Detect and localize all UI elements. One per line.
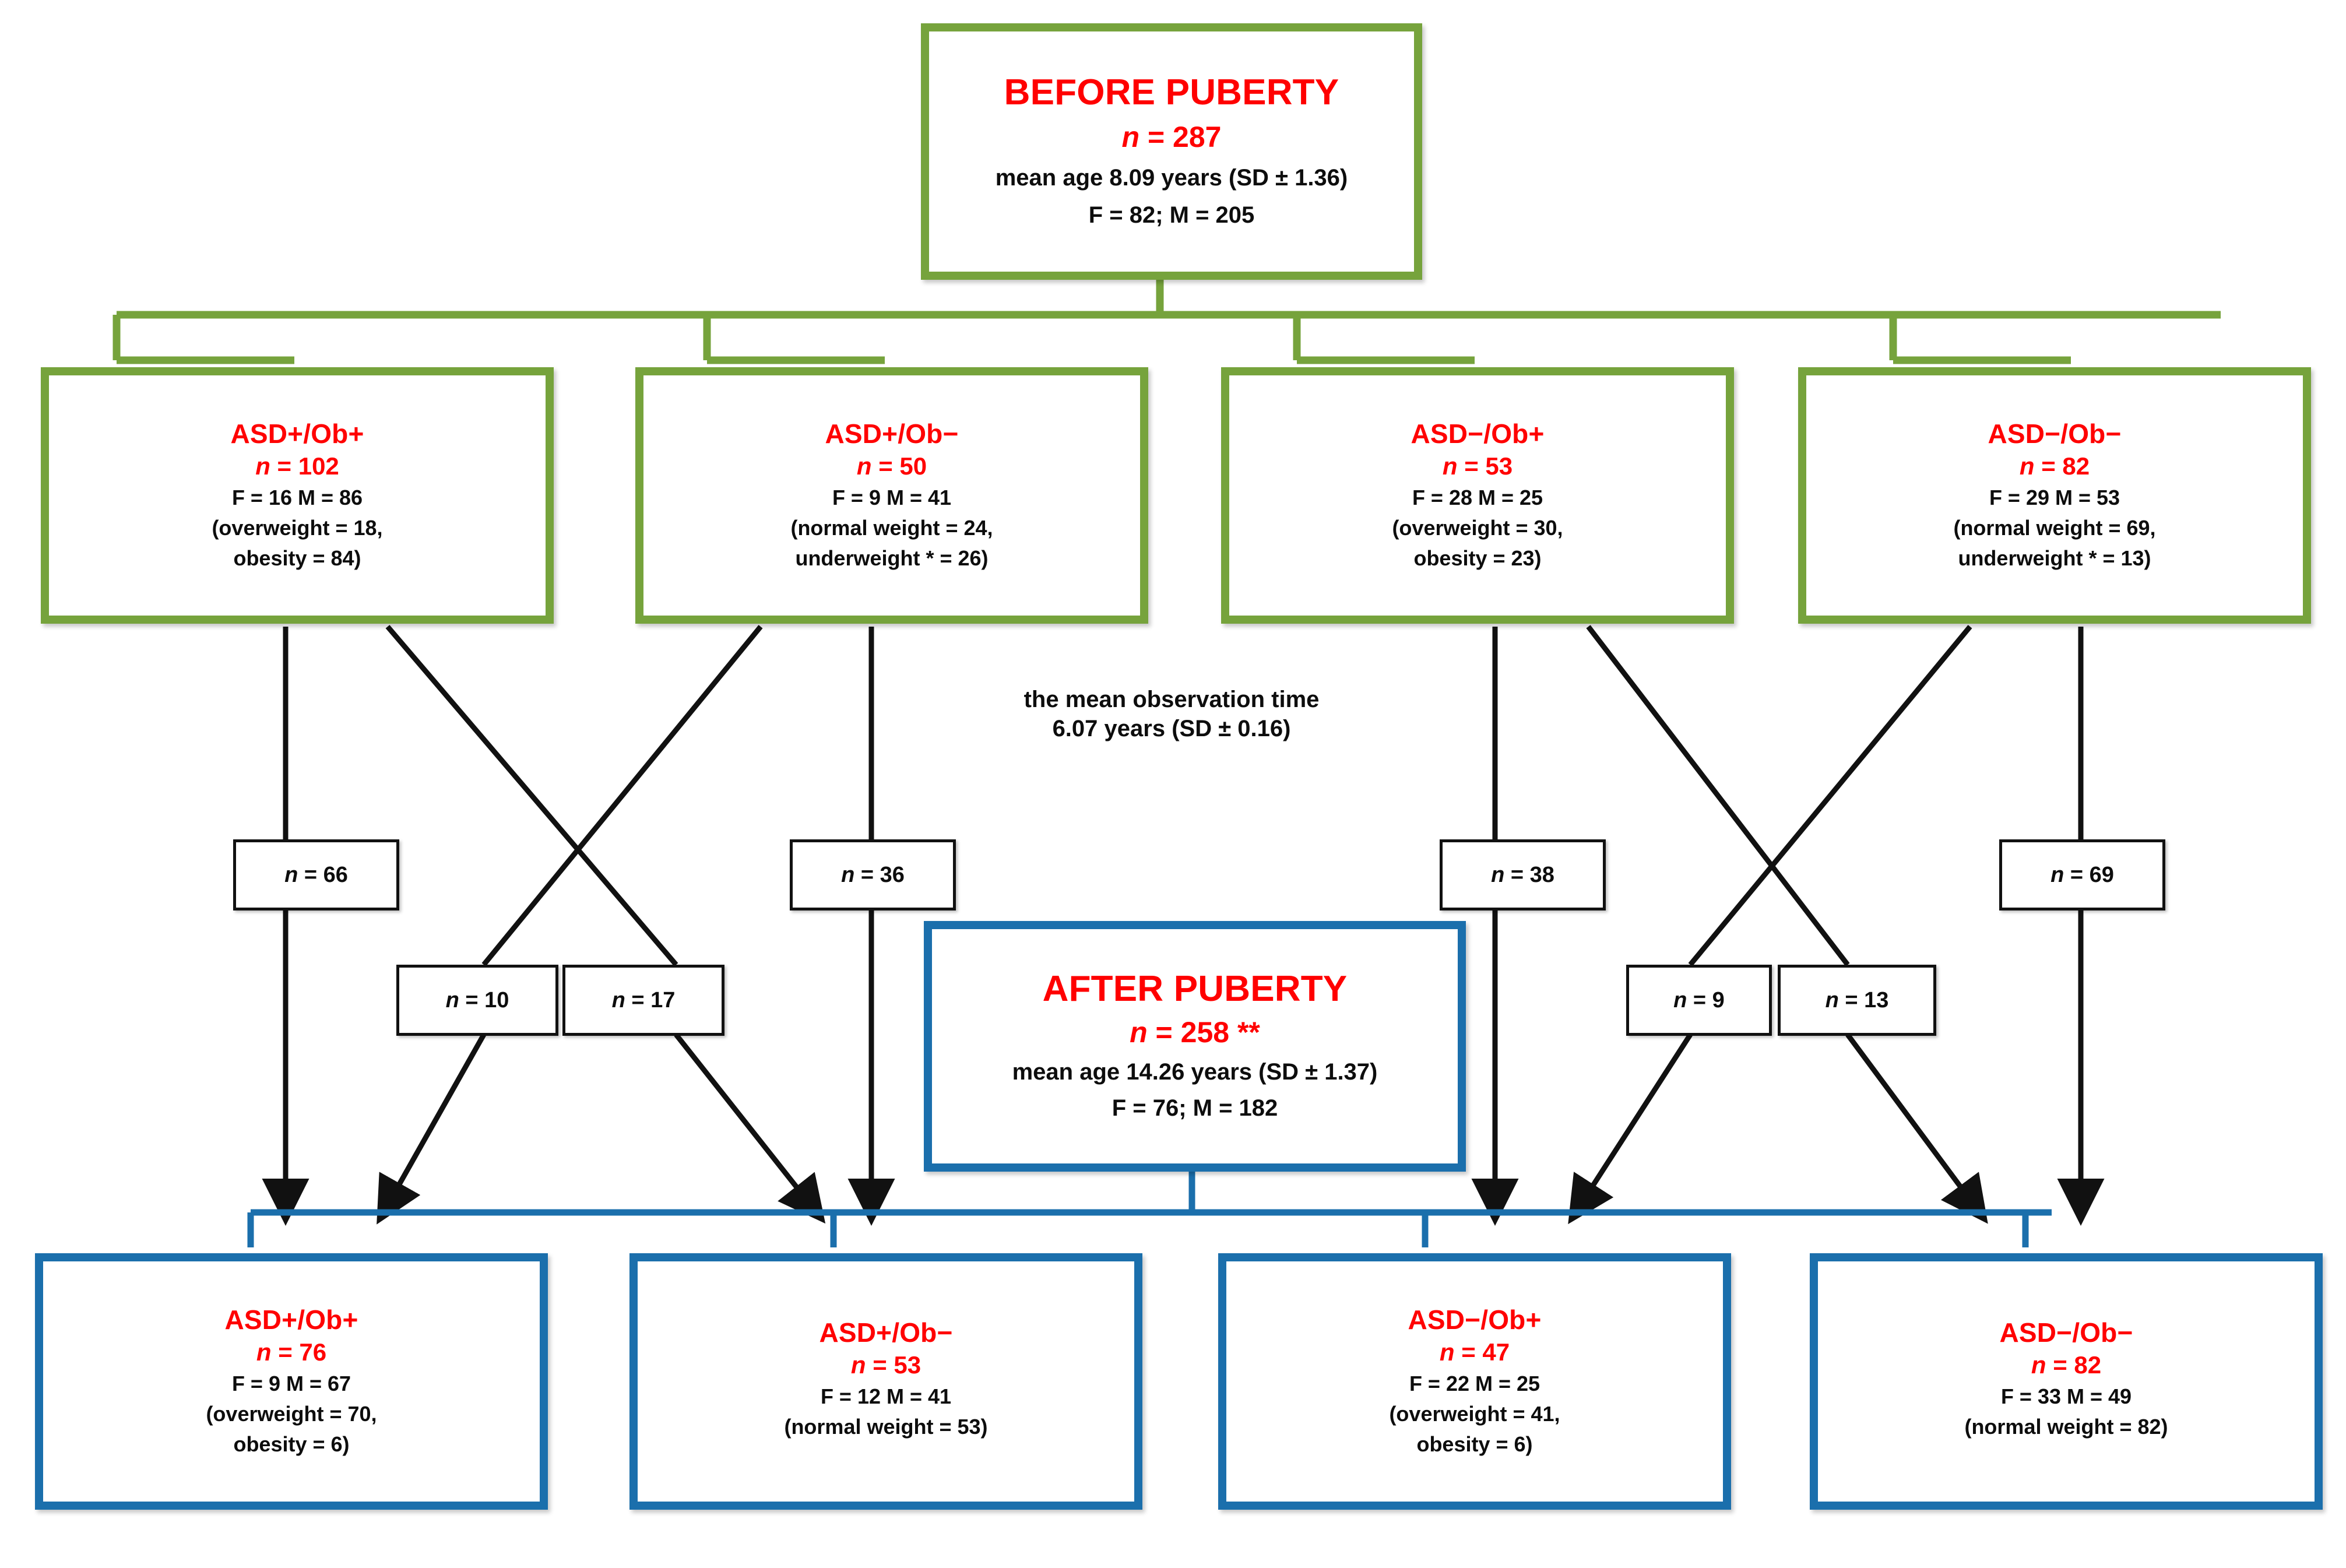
node-after-asd-pos-ob-pos[interactable]: ASD+/Ob+ n = 76 F = 9 M = 67 (overweight… <box>35 1253 548 1510</box>
group-detail-1: (normal weight = 69, <box>1953 516 2156 540</box>
before-puberty-sex: F = 82; M = 205 <box>1088 202 1255 228</box>
group-detail-1: (overweight = 41, <box>1389 1402 1560 1426</box>
before-puberty-title: BEFORE PUBERTY <box>1004 72 1339 112</box>
group-n: n = 53 <box>1442 452 1513 480</box>
transition-tag-13[interactable]: n = 13 <box>1778 965 1936 1036</box>
group-title: ASD+/Ob+ <box>230 418 364 449</box>
group-detail-1: (normal weight = 24, <box>790 516 993 540</box>
group-title: ASD−/Ob+ <box>1408 1304 1542 1335</box>
group-detail-2: obesity = 6) <box>1416 1432 1533 1457</box>
transition-tag-66[interactable]: n = 66 <box>233 839 399 910</box>
group-title: ASD−/Ob− <box>1999 1317 2133 1348</box>
group-n: n = 82 <box>2019 452 2090 480</box>
group-sex: F = 9 M = 67 <box>231 1372 351 1396</box>
observation-time-note: the mean observation time 6.07 years (SD… <box>944 685 1399 743</box>
group-n: n = 76 <box>256 1338 327 1366</box>
group-sex: F = 33 M = 49 <box>2000 1384 2132 1409</box>
group-title: ASD+/Ob+ <box>224 1304 358 1335</box>
group-sex: F = 22 M = 25 <box>1409 1372 1540 1396</box>
node-before-asd-neg-ob-pos[interactable]: ASD−/Ob+ n = 53 F = 28 M = 25 (overweigh… <box>1221 367 1734 624</box>
transition-label: n = 13 <box>1825 987 1889 1012</box>
group-sex: F = 29 M = 53 <box>1989 486 2120 510</box>
group-title: ASD+/Ob− <box>819 1317 953 1348</box>
group-n: n = 53 <box>850 1351 921 1379</box>
group-sex: F = 16 M = 86 <box>231 486 363 510</box>
group-detail-2: obesity = 23) <box>1413 546 1542 571</box>
node-before-asd-neg-ob-neg[interactable]: ASD−/Ob− n = 82 F = 29 M = 53 (normal we… <box>1798 367 2311 624</box>
node-after-asd-neg-ob-pos[interactable]: ASD−/Ob+ n = 47 F = 22 M = 25 (overweigh… <box>1218 1253 1731 1510</box>
transition-label: n = 17 <box>611 987 676 1012</box>
transition-label: n = 38 <box>1491 862 1554 887</box>
transition-label: n = 66 <box>284 862 348 887</box>
observation-note-line1: the mean observation time <box>1023 687 1320 712</box>
group-sex: F = 9 M = 41 <box>832 486 952 510</box>
group-detail-2: underweight * = 26) <box>795 546 989 571</box>
group-n: n = 50 <box>856 452 927 480</box>
after-puberty-n: n = 258 ** <box>1130 1016 1260 1049</box>
group-n: n = 82 <box>2031 1351 2102 1379</box>
node-before-asd-pos-ob-neg[interactable]: ASD+/Ob− n = 50 F = 9 M = 41 (normal wei… <box>635 367 1148 624</box>
after-puberty-age: mean age 14.26 years (SD ± 1.37) <box>1012 1059 1378 1085</box>
group-n: n = 102 <box>255 452 339 480</box>
after-puberty-sex: F = 76; M = 182 <box>1112 1095 1278 1121</box>
before-puberty-n: n = 287 <box>1121 121 1222 153</box>
node-after-asd-pos-ob-neg[interactable]: ASD+/Ob− n = 53 F = 12 M = 41 (normal we… <box>629 1253 1142 1510</box>
group-detail-2: obesity = 6) <box>233 1432 350 1457</box>
transition-tag-17[interactable]: n = 17 <box>562 965 724 1036</box>
transition-label: n = 69 <box>2050 862 2114 887</box>
group-title: ASD−/Ob− <box>1988 418 2122 449</box>
node-after-asd-neg-ob-neg[interactable]: ASD−/Ob− n = 82 F = 33 M = 49 (normal we… <box>1810 1253 2323 1510</box>
transition-label: n = 9 <box>1673 987 1725 1012</box>
after-puberty-title: AFTER PUBERTY <box>1042 968 1348 1009</box>
before-puberty-age: mean age 8.09 years (SD ± 1.36) <box>995 164 1348 191</box>
group-sex: F = 12 M = 41 <box>820 1384 952 1409</box>
node-before-puberty[interactable]: BEFORE PUBERTY n = 287 mean age 8.09 yea… <box>921 23 1422 280</box>
node-before-asd-pos-ob-pos[interactable]: ASD+/Ob+ n = 102 F = 16 M = 86 (overweig… <box>41 367 554 624</box>
transition-label: n = 36 <box>841 862 905 887</box>
node-after-puberty[interactable]: AFTER PUBERTY n = 258 ** mean age 14.26 … <box>924 921 1466 1172</box>
transition-tag-38[interactable]: n = 38 <box>1440 839 1606 910</box>
group-n: n = 47 <box>1439 1338 1510 1366</box>
transition-tag-36[interactable]: n = 36 <box>790 839 956 910</box>
group-detail-2: underweight * = 13) <box>1958 546 2151 571</box>
observation-note-line2: 6.07 years (SD ± 0.16) <box>1052 716 1291 741</box>
group-detail-1: (normal weight = 82) <box>1964 1415 2168 1439</box>
group-title: ASD−/Ob+ <box>1411 418 1545 449</box>
transition-tag-69[interactable]: n = 69 <box>1999 839 2165 910</box>
group-sex: F = 28 M = 25 <box>1412 486 1543 510</box>
group-detail-1: (overweight = 70, <box>206 1402 377 1426</box>
group-detail-1: (overweight = 18, <box>212 516 383 540</box>
transition-label: n = 10 <box>445 987 509 1012</box>
transition-tag-10[interactable]: n = 10 <box>396 965 558 1036</box>
transition-tag-9[interactable]: n = 9 <box>1626 965 1772 1036</box>
group-detail-1: (overweight = 30, <box>1392 516 1563 540</box>
group-title: ASD+/Ob− <box>825 418 959 449</box>
group-detail-1: (normal weight = 53) <box>784 1415 988 1439</box>
group-detail-2: obesity = 84) <box>233 546 361 571</box>
